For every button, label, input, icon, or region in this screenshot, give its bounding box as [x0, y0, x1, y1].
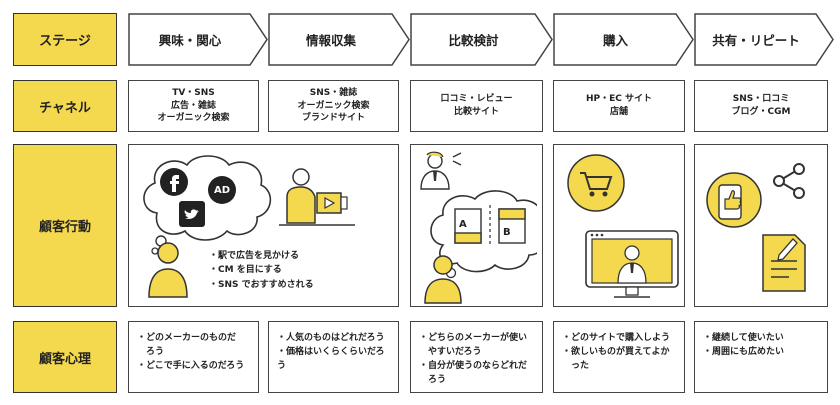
stage-name: 共有・リピート — [712, 33, 800, 48]
stage-name: 購入 — [602, 33, 628, 48]
person-icon — [148, 242, 188, 298]
shopping-cart-icon — [567, 154, 625, 212]
channel-line: 比較サイト — [453, 107, 499, 117]
bullet-item: ・CM を目にする — [209, 265, 282, 276]
psych-line: ・人気のものはどれだろう — [277, 333, 385, 343]
behavior-label: 顧客行動 — [13, 144, 117, 307]
thumbs-up-phone-icon — [706, 172, 762, 228]
channel-line: 口コミ・レビュー — [440, 94, 513, 105]
psych-line: ・価格はいくらくらいだろう — [277, 346, 385, 371]
channel-cell-3: 口コミ・レビュー 比較サイト — [410, 80, 543, 132]
businessman-icon — [420, 151, 462, 190]
bullet-item: ・SNS でおすすめされる — [209, 279, 314, 290]
behavior-cell-compare: A B — [410, 144, 543, 307]
stage-chevron-5: 共有・リピート — [694, 13, 834, 66]
twitter-icon — [179, 201, 205, 227]
person-icon — [424, 255, 462, 304]
channel-line: TV・SNS — [172, 88, 215, 99]
behavior-cell-interest-info: AD ・駅で広告を見かける ・CM を目にする ・SNS でおすすめされる — [128, 144, 399, 307]
psych-cell-3: ・どちらのメーカーが使い やすいだろう ・自分が使うのならどれだ ろう — [410, 321, 543, 393]
monitor-icon — [585, 230, 679, 298]
psych-line: ろう — [419, 374, 447, 385]
channel-line: ブログ・CGM — [731, 107, 791, 117]
psych-line: ・欲しいものが買えてよか — [562, 346, 670, 357]
option-a-label: A — [459, 219, 467, 230]
stage-label: ステージ — [13, 13, 117, 66]
channel-line: SNS・雑誌 — [309, 88, 358, 99]
channel-line: HP・EC サイト — [585, 94, 652, 105]
behavior-cell-share — [694, 144, 828, 307]
channel-line: オーガニック検索 — [297, 100, 370, 111]
psych-cell-2: ・人気のものはどれだろう ・価格はいくらくらいだろう — [268, 321, 399, 393]
channel-line: SNS・口コミ — [732, 94, 790, 105]
channel-line: ブランドサイト — [301, 113, 365, 124]
stage-chevron-2: 情報収集 — [268, 13, 410, 66]
psych-line: ・どのメーカーのものだ — [137, 333, 237, 343]
psych-line: やすいだろう — [419, 346, 482, 357]
psych-line: った — [562, 360, 590, 371]
psych-line: ・どちらのメーカーが使い — [419, 333, 528, 343]
psych-cell-4: ・どのサイトで購入しよう ・欲しいものが買えてよか った — [553, 321, 685, 393]
channel-line: 店舗 — [609, 107, 628, 117]
stage-name: 比較検討 — [448, 33, 499, 48]
behavior-bullets: ・駅で広告を見かける ・CM を目にする ・SNS でおすすめされる — [209, 249, 314, 292]
stage-name: 興味・関心 — [158, 33, 222, 48]
psych-cell-5: ・継続して使いたい ・周囲にも広めたい — [694, 321, 828, 393]
channel-line: 広告・雑誌 — [170, 100, 216, 111]
facebook-icon — [160, 168, 188, 196]
channel-cell-2: SNS・雑誌 オーガニック検索 ブランドサイト — [268, 80, 399, 132]
psych-line: ・自分が使うのならどれだ — [419, 360, 528, 371]
psych-label: 顧客心理 — [13, 321, 117, 393]
channel-label: チャネル — [13, 80, 117, 132]
presentation-icon — [279, 168, 355, 226]
channel-cell-1: TV・SNS 広告・雑誌 オーガニック検索 — [128, 80, 259, 132]
document-pen-icon — [762, 234, 806, 292]
psych-line: ・周囲にも広めたい — [703, 346, 785, 357]
psych-line: ・継続して使いたい — [703, 333, 784, 343]
psych-cell-1: ・どのメーカーのものだ ろう ・どこで手に入るのだろう — [128, 321, 259, 393]
psych-line: ろう — [137, 346, 165, 357]
psych-line: ・どのサイトで購入しよう — [562, 333, 671, 343]
channel-cell-5: SNS・口コミ ブログ・CGM — [694, 80, 828, 132]
stage-chevron-1: 興味・関心 — [128, 13, 268, 66]
behavior-cell-purchase — [553, 144, 685, 307]
share-icon — [773, 163, 805, 199]
stage-chevron-3: 比較検討 — [410, 13, 553, 66]
option-b-label: B — [503, 227, 511, 238]
channel-line: オーガニック検索 — [157, 113, 230, 124]
compare-cloud-icon — [430, 190, 537, 287]
bullet-item: ・駅で広告を見かける — [209, 251, 300, 261]
channel-cell-4: HP・EC サイト 店舗 — [553, 80, 685, 132]
stage-name: 情報収集 — [305, 33, 356, 48]
ad-icon: AD — [208, 176, 236, 204]
psych-line: ・どこで手に入るのだろう — [137, 360, 245, 371]
stage-chevron-4: 購入 — [553, 13, 694, 66]
